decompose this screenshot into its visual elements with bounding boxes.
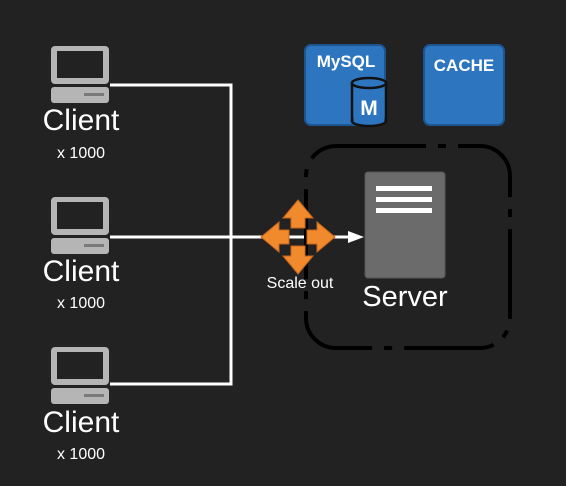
mysql-label: MySQL bbox=[317, 52, 376, 71]
scaling-group-boundary bbox=[304, 144, 512, 350]
connector-top bbox=[110, 83, 233, 237]
client-label: Client bbox=[43, 406, 120, 439]
client-node-3: Client x 1000 bbox=[43, 347, 120, 463]
client-node-1: Client x 1000 bbox=[43, 46, 120, 162]
client-count: x 1000 bbox=[57, 145, 105, 162]
server-icon bbox=[364, 171, 446, 279]
server-node: Server bbox=[362, 171, 448, 313]
client-label: Client bbox=[43, 255, 120, 288]
scale-out-icon bbox=[260, 199, 336, 275]
server-label: Server bbox=[362, 281, 448, 313]
cache-icon bbox=[423, 44, 505, 126]
computer-icon bbox=[51, 46, 109, 103]
client-count: x 1000 bbox=[57, 295, 105, 312]
client-node-2: Client x 1000 bbox=[43, 197, 120, 312]
client-label: Client bbox=[43, 104, 120, 137]
connector-bottom bbox=[110, 237, 233, 386]
mysql-node: MySQL M bbox=[304, 44, 388, 128]
arrow-head bbox=[348, 231, 364, 243]
mysql-badge: M bbox=[360, 97, 378, 120]
computer-icon bbox=[51, 197, 109, 254]
scale-out-label: Scale out bbox=[267, 275, 334, 292]
computer-icon bbox=[51, 347, 109, 404]
database-cylinder-icon bbox=[350, 76, 388, 128]
cache-label: CACHE bbox=[434, 56, 494, 75]
client-count: x 1000 bbox=[57, 446, 105, 463]
cache-node: CACHE bbox=[423, 44, 505, 126]
